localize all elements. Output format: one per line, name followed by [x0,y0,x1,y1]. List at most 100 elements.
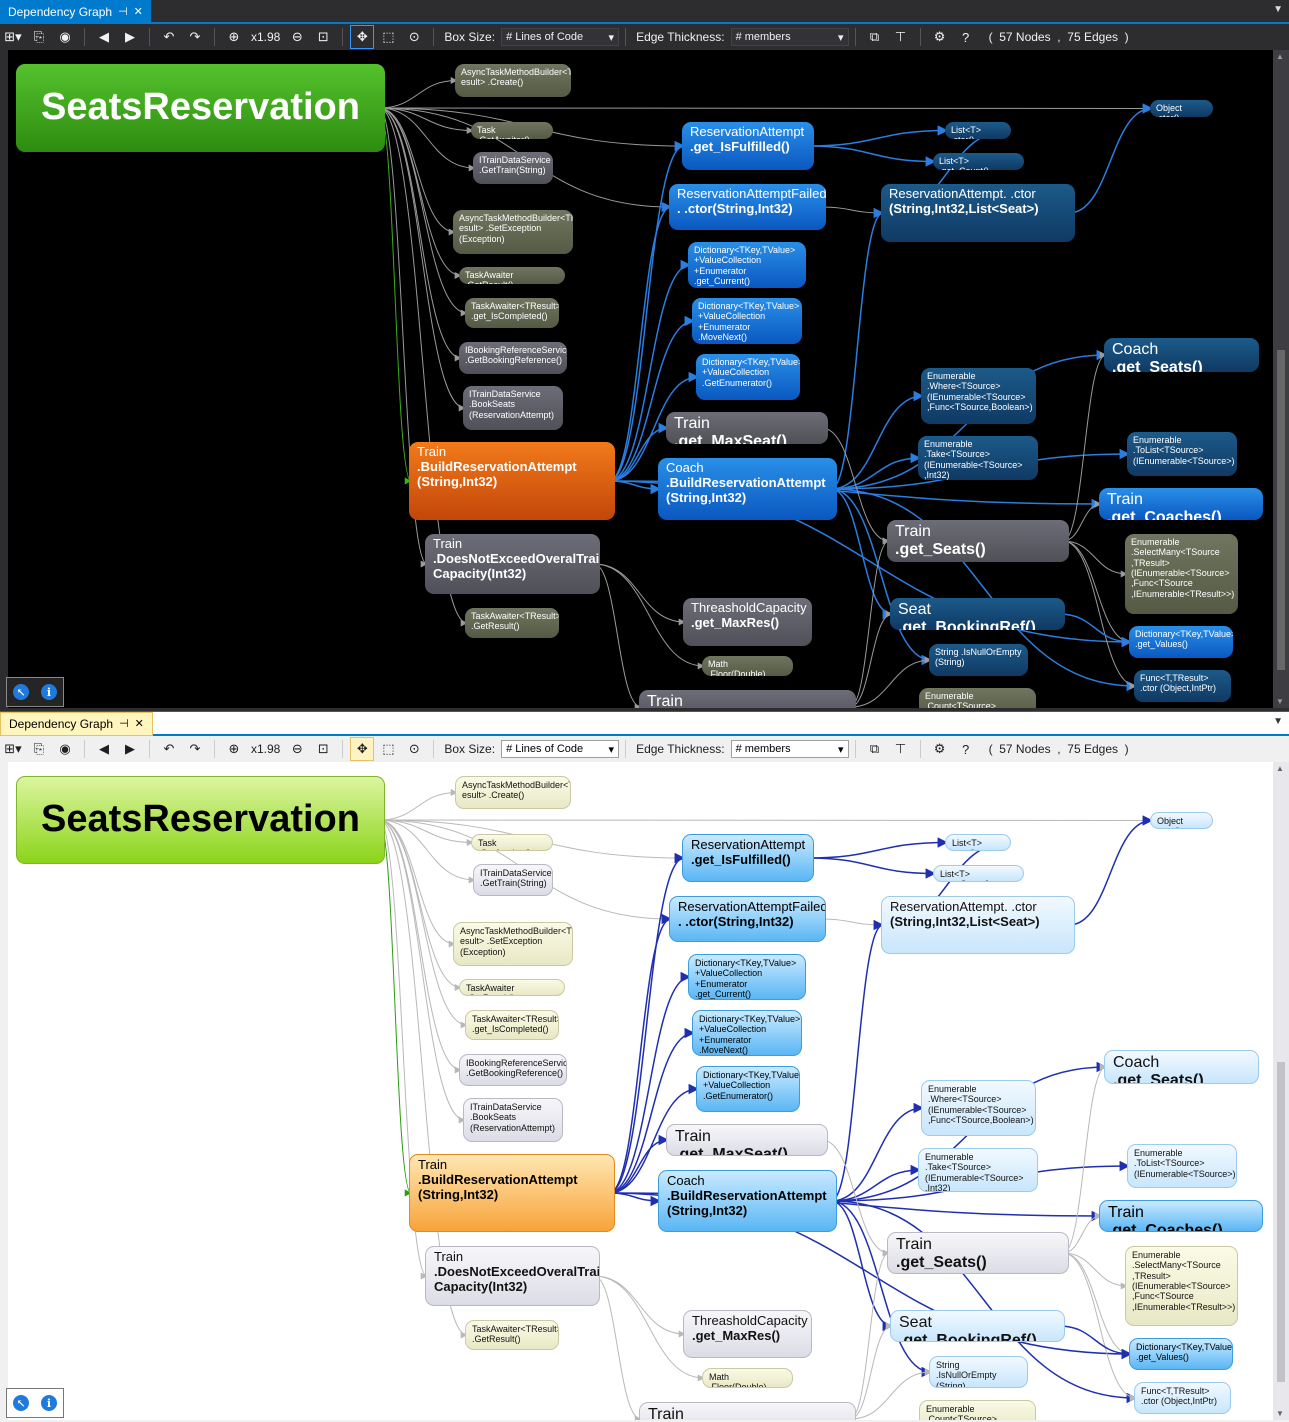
info-button[interactable]: i [35,678,63,706]
help-icon[interactable]: ? [961,29,970,45]
zoom-out-icon[interactable]: ⊖ [291,741,303,756]
graph-node-coach-seats[interactable]: Coach.get_Seats() [1104,338,1259,372]
graph-node-atm-setex[interactable]: AsyncTaskMethodBuilder<TR esult> .SetExc… [453,922,573,966]
graph-node-atm-create[interactable]: AsyncTaskMethodBuilder<TR esult> .Create… [455,64,571,97]
box-size-select[interactable]: # Lines of Code▾ [501,28,620,46]
graph-node-enum-take[interactable]: Enumerable .Take<TSource> (IEnumerable<T… [918,436,1038,480]
select-lasso-icon[interactable]: ⊙ [408,29,420,44]
graph-node-list-ctor[interactable]: List<T> .ctor() [945,834,1011,851]
graph-node-enum-where[interactable]: Enumerable .Where<TSource> (IEnumerable<… [921,1080,1036,1136]
graph-node-math-floor[interactable]: Math .Floor(Double) [702,656,793,676]
layout-dropdown-icon[interactable]: ⊞▾ [4,741,22,756]
graph-node-train-build[interactable]: Train.BuildReservationAttempt (String,In… [409,442,615,520]
graph-node-train-coaches[interactable]: Train.get_Coaches() [1099,1200,1263,1232]
graph-node-enum-tolist[interactable]: Enumerable .ToList<TSource> (IEnumerable… [1127,1144,1237,1188]
tab-menu-icon[interactable]: ▼ [1273,4,1283,15]
graph-node-ra-fulfilled[interactable]: ReservationAttempt.get_IsFulfilled() [682,122,814,170]
graph-node-dict-values[interactable]: Dictionary<TKey,TValue> .get_Values() [1129,626,1233,658]
undo-icon[interactable]: ↶ [163,29,175,44]
graph-node-seat-booking[interactable]: Seat.get_BookingRef() [890,1310,1065,1342]
camera-icon[interactable]: ◉ [59,741,71,756]
graph-node-coach-build[interactable]: Coach.BuildReservationAttempt (String,In… [658,458,837,520]
back-icon[interactable]: ◀ [99,741,109,756]
tab-dependency-graph[interactable]: Dependency Graph ⊣ ✕ [0,0,151,24]
graph-node-task-awaiter[interactable]: Task .GetAwaiter() [471,122,553,139]
graph-node-seats[interactable]: SeatsReservation [16,776,385,864]
export-icon[interactable]: ⎘ [33,741,45,756]
graph-node-train-reserved[interactable]: Train.get_ReservedSeats() [639,690,856,708]
info-button[interactable]: i [35,1389,63,1417]
graph-node-func-ctor[interactable]: Func<T,TResult> .ctor (Object,IntPtr) [1134,670,1231,702]
scroll-up-icon[interactable]: ▲ [1276,52,1284,61]
pan-mode-icon[interactable]: ✥ [350,737,375,761]
close-icon[interactable]: ✕ [133,6,143,18]
graph-node-dict-values[interactable]: Dictionary<TKey,TValue> .get_Values() [1129,1338,1233,1370]
vertical-scrollbar[interactable]: ▲▼ [1273,762,1289,1420]
zoom-in-icon[interactable]: ⊕ [228,29,240,44]
cursor-mode-button[interactable]: ↖ [7,678,35,706]
settings-icon[interactable]: ⚙ [933,741,946,756]
graph-node-booking[interactable]: IBookingReferenceService .GetBookingRefe… [459,1054,567,1086]
graph-node-obj-ctor[interactable]: Object .ctor() [1150,812,1213,829]
graph-node-dict-getenum[interactable]: Dictionary<TKey,TValue> +ValueCollection… [696,1066,800,1112]
graph-node-ra-ctor[interactable]: ReservationAttempt. .ctor(String,Int32,L… [881,184,1075,242]
graph-node-ra-fulfilled[interactable]: ReservationAttempt.get_IsFulfilled() [682,834,814,882]
graph-options-icon[interactable]: ⧉ [869,29,880,44]
zoom-in-icon[interactable]: ⊕ [228,741,240,756]
select-rect-icon[interactable]: ⬚ [382,29,395,44]
graph-node-train-seats[interactable]: Train.get_Seats() [887,520,1069,562]
graph-node-enum-take[interactable]: Enumerable .Take<TSource> (IEnumerable<T… [918,1148,1038,1192]
graph-node-dict-current[interactable]: Dictionary<TKey,TValue> +ValueCollection… [688,954,806,1000]
hierarchy-icon[interactable]: ⊤ [894,741,907,756]
graph-node-coach-build[interactable]: Coach.BuildReservationAttempt (String,In… [658,1170,837,1232]
graph-node-dict-movenext[interactable]: Dictionary<TKey,TValue> +ValueCollection… [692,298,802,344]
graph-node-coach-seats[interactable]: Coach.get_Seats() [1104,1050,1259,1084]
cursor-mode-button[interactable]: ↖ [7,1389,35,1417]
graph-node-tat-getresult[interactable]: TaskAwaiter<TResult> .GetResult() [465,608,559,638]
graph-node-string-null[interactable]: String .IsNullOrEmpty (String) [929,1356,1028,1388]
graph-node-func-ctor[interactable]: Func<T,TResult> .ctor (Object,IntPtr) [1134,1382,1231,1414]
graph-node-gettrain[interactable]: ITrainDataService .GetTrain(String) [473,152,553,184]
undo-icon[interactable]: ↶ [163,741,175,756]
help-icon[interactable]: ? [961,741,970,757]
graph-node-train-build[interactable]: Train.BuildReservationAttempt (String,In… [409,1154,615,1232]
tab-dependency-graph[interactable]: Dependency Graph ⊣ ✕ [0,712,153,736]
graph-node-seats[interactable]: SeatsReservation [16,64,385,152]
graph-node-threshold[interactable]: ThreasholdCapacity.get_MaxRes() [683,1310,812,1358]
pan-mode-icon[interactable]: ✥ [350,25,375,49]
graph-node-enum-where[interactable]: Enumerable .Where<TSource> (IEnumerable<… [921,368,1036,424]
graph-node-ta-getresult[interactable]: TaskAwaiter .GetResult() [459,267,565,284]
graph-node-string-null[interactable]: String .IsNullOrEmpty (String) [929,644,1028,676]
forward-icon[interactable]: ▶ [125,741,135,756]
graph-node-list-ctor[interactable]: List<T> .ctor() [945,122,1011,139]
graph-node-train-maxseat[interactable]: Train.get_MaxSeat() [666,1124,828,1156]
back-icon[interactable]: ◀ [99,29,109,44]
graph-node-train-maxseat[interactable]: Train.get_MaxSeat() [666,412,828,444]
graph-node-bookseats[interactable]: ITrainDataService .BookSeats (Reservatio… [463,386,563,430]
graph-node-ta-getresult[interactable]: TaskAwaiter .GetResult() [459,979,565,996]
close-icon[interactable]: ✕ [134,718,144,730]
graph-node-ra-ctor[interactable]: ReservationAttempt. .ctor(String,Int32,L… [881,896,1075,954]
graph-node-enum-selectmany[interactable]: Enumerable .SelectMany<TSource ,TResult>… [1125,1246,1238,1326]
graph-node-atm-setex[interactable]: AsyncTaskMethodBuilder<TR esult> .SetExc… [453,210,573,254]
graph-node-task-awaiter[interactable]: Task .GetAwaiter() [471,834,553,851]
scroll-up-icon[interactable]: ▲ [1276,764,1284,773]
settings-icon[interactable]: ⚙ [933,29,946,44]
graph-node-train-coaches[interactable]: Train.get_Coaches() [1099,488,1263,520]
select-rect-icon[interactable]: ⬚ [382,741,395,756]
camera-icon[interactable]: ◉ [59,29,71,44]
forward-icon[interactable]: ▶ [125,29,135,44]
graph-node-train-notexceed[interactable]: Train.DoesNotExceedOveralTrain Capacity(… [425,534,600,594]
graph-node-raf-ctor[interactable]: ReservationAttemptFailed. .ctor(String,I… [669,896,826,942]
zoom-fit-icon[interactable]: ⊡ [317,741,329,756]
graph-node-enum-count[interactable]: Enumerable .Count<TSource> [919,688,1036,708]
graph-node-train-notexceed[interactable]: Train.DoesNotExceedOveralTrain Capacity(… [425,1246,600,1306]
graph-options-icon[interactable]: ⧉ [869,741,880,756]
graph-node-train-reserved[interactable]: Train.get_ReservedSeats() [639,1402,856,1420]
scroll-down-icon[interactable]: ▼ [1276,697,1284,706]
graph-node-dict-getenum[interactable]: Dictionary<TKey,TValue> +ValueCollection… [696,354,800,400]
vertical-scrollbar[interactable]: ▲▼ [1273,50,1289,708]
edge-thickness-select[interactable]: # members▾ [730,28,849,46]
graph-node-atm-create[interactable]: AsyncTaskMethodBuilder<TR esult> .Create… [455,776,571,809]
